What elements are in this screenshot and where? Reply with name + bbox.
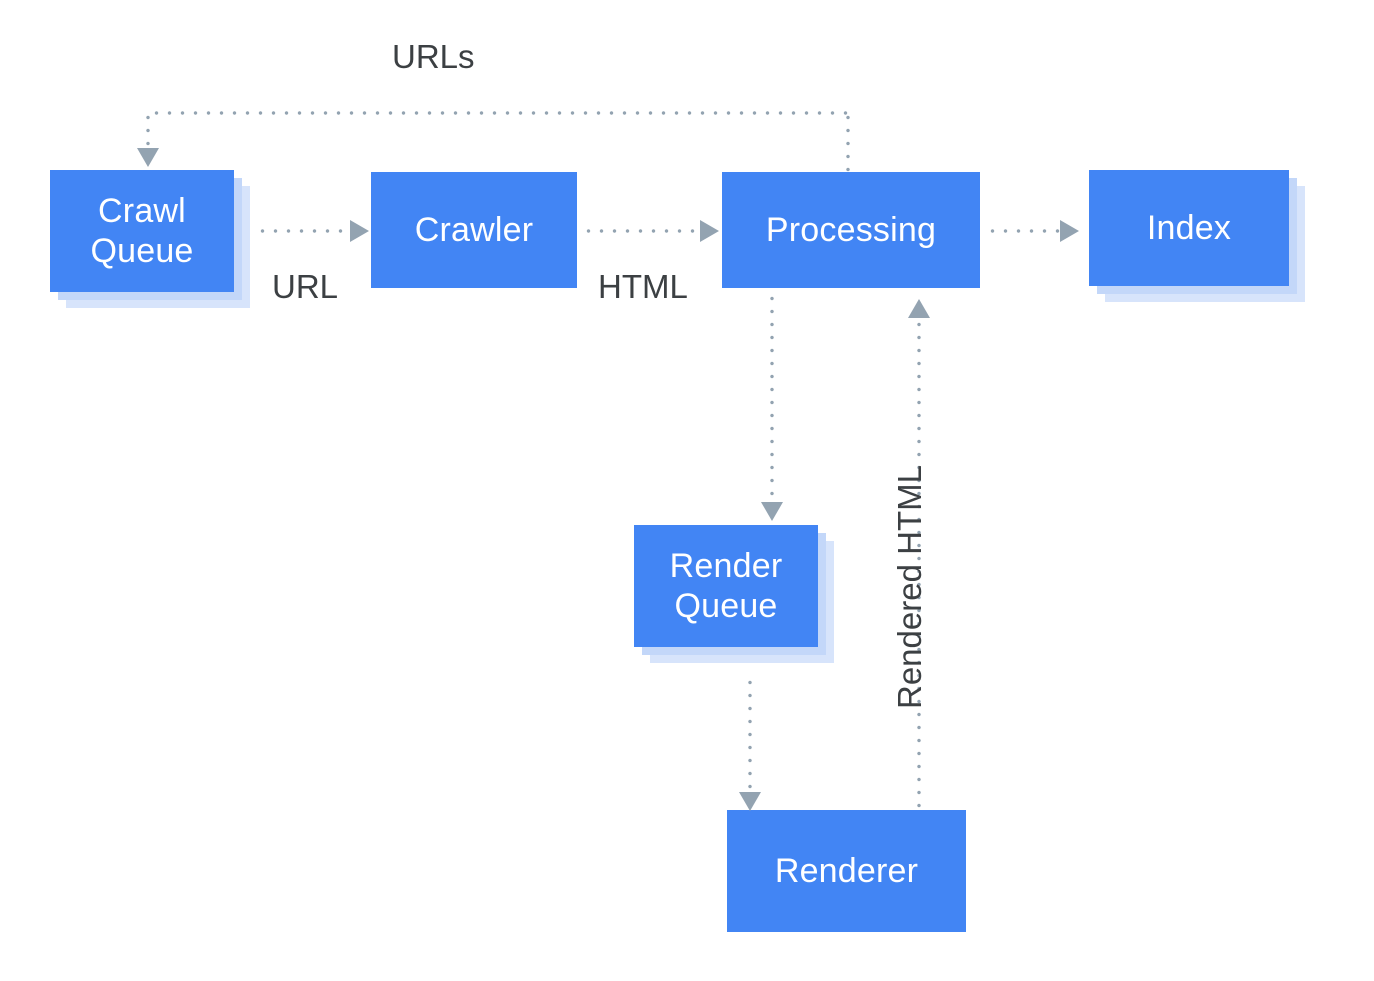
edge-url-line [256, 229, 352, 233]
edge-to-index-arrowhead [1060, 220, 1079, 242]
node-render-queue[interactable]: Render Queue [634, 525, 818, 647]
edge-html-arrowhead [700, 220, 719, 242]
node-index[interactable]: Index [1089, 170, 1289, 286]
edge-urls-arrowhead [137, 148, 159, 167]
node-crawl-queue[interactable]: Crawl Queue [50, 170, 234, 292]
edge-label-urls: URLs [392, 38, 475, 75]
edge-html-line [582, 229, 700, 233]
edge-rendered-html-arrowhead [908, 299, 930, 318]
edge-to-index-line [986, 229, 1062, 233]
edge-to-renderer-line [748, 676, 752, 794]
edge-urls-horizontal-segment [150, 111, 850, 115]
edge-urls-up-from-processing [846, 111, 850, 173]
edge-label-url: URL [272, 268, 339, 305]
edge-to-render-queue-arrowhead [761, 502, 783, 521]
edge-to-renderer-arrowhead [739, 792, 761, 811]
node-processing[interactable]: Processing [722, 172, 980, 288]
node-crawler[interactable]: Crawler [371, 172, 577, 288]
edge-label-rendered-html: Rendered HTML [891, 465, 928, 709]
edge-to-render-queue-line [770, 292, 774, 504]
edge-rendered-html-line [917, 318, 921, 810]
edge-label-html: HTML [598, 268, 688, 305]
edge-url-arrowhead [350, 220, 369, 242]
node-renderer[interactable]: Renderer [727, 810, 966, 932]
edge-urls-down-into-crawl-queue [146, 111, 150, 149]
